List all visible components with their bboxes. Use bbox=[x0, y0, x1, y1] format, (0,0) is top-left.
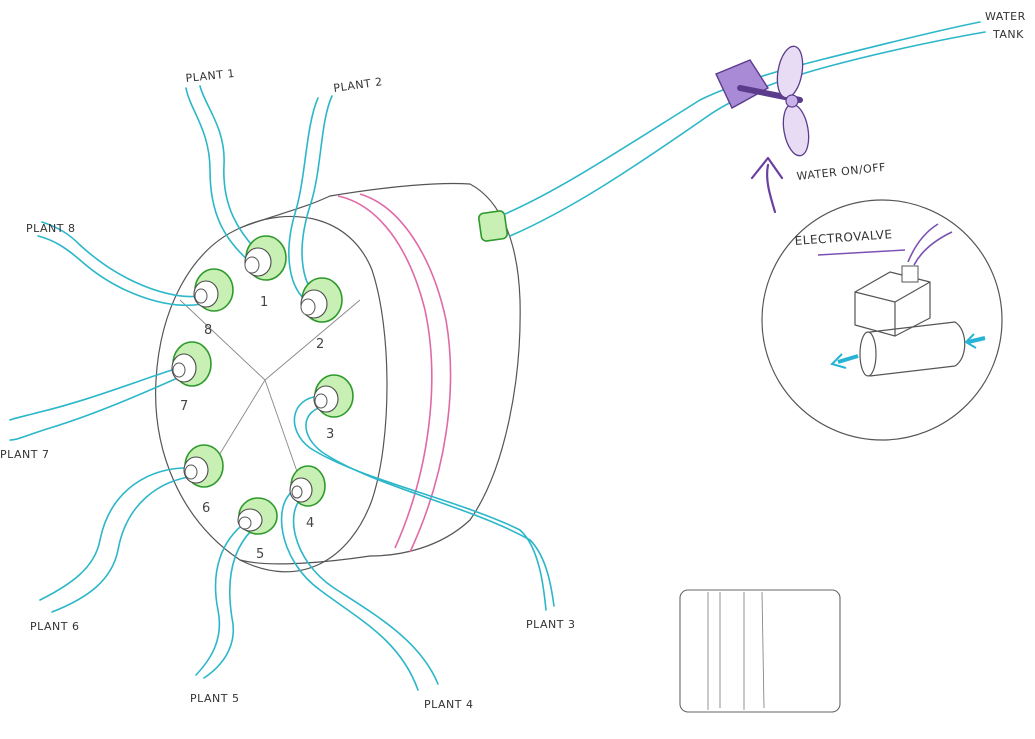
fitting-4 bbox=[289, 465, 326, 507]
water-on-off-label: WATER ON/OFF bbox=[796, 161, 887, 183]
outlet-number-2: 2 bbox=[316, 337, 324, 352]
outlet-number-7: 7 bbox=[180, 399, 188, 414]
water-tank-label-line1: WATER bbox=[985, 10, 1026, 23]
fitting-6 bbox=[183, 444, 224, 488]
plant-1-label: PLANT 1 bbox=[185, 67, 236, 85]
fitting-1 bbox=[244, 235, 287, 281]
up-arrow-icon bbox=[750, 156, 784, 214]
manifold-band bbox=[337, 193, 452, 553]
outlet-number-8: 8 bbox=[204, 323, 212, 338]
outlet-number-6: 6 bbox=[202, 501, 210, 516]
plant-6-label: PLANT 6 bbox=[30, 620, 79, 633]
electrovalve-title: ELECTROVALVE bbox=[794, 227, 893, 248]
fitting-5 bbox=[237, 497, 278, 535]
plant-5-label: PLANT 5 bbox=[190, 692, 239, 705]
plant-tubes bbox=[9, 85, 555, 691]
shutoff-valve-icon bbox=[715, 45, 810, 157]
electrovalve-inset: ELECTROVALVE bbox=[761, 199, 1003, 441]
plant-8-label: PLANT 8 bbox=[26, 222, 75, 235]
water-tank-label-line2: TANK bbox=[992, 28, 1024, 41]
outlet-number-4: 4 bbox=[306, 516, 314, 531]
outlet-number-3: 3 bbox=[326, 427, 334, 442]
plant-2-label: PLANT 2 bbox=[333, 75, 384, 95]
fitting-8 bbox=[193, 268, 234, 312]
plant-3-label: PLANT 3 bbox=[526, 618, 575, 631]
enclosure-sketch bbox=[679, 589, 841, 713]
plant-7-label: PLANT 7 bbox=[0, 448, 49, 461]
outlet-number-1: 1 bbox=[260, 295, 268, 310]
outlet-number-5: 5 bbox=[256, 547, 264, 562]
fitting-2 bbox=[300, 277, 343, 323]
fitting-7 bbox=[171, 341, 212, 387]
plant-4-label: PLANT 4 bbox=[424, 698, 473, 711]
manifold-cylinder bbox=[155, 182, 521, 573]
fitting-3 bbox=[313, 374, 354, 418]
